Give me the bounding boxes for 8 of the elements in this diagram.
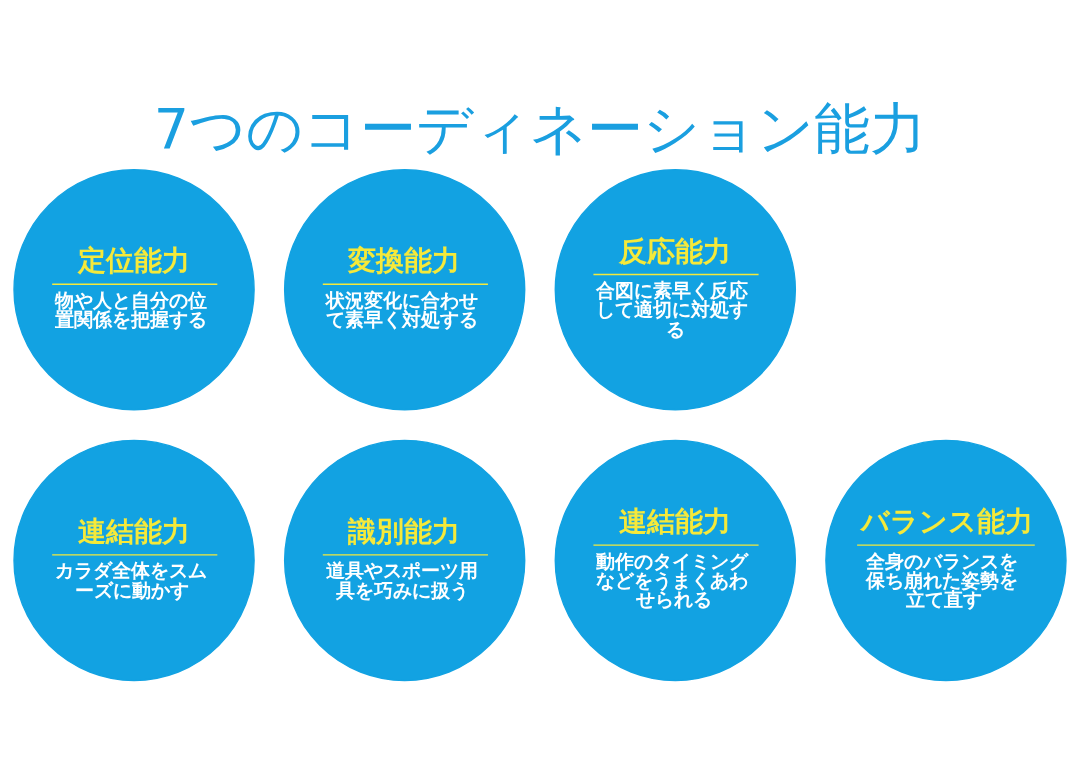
node-circle: 連結能力 動作のタイミングなどをうまくあわせられる: [554, 439, 797, 681]
diagram-title: 7つのコーディネーション能力: [153, 95, 927, 161]
node-circle: 連結能力 カラダ全体をスムーズに動かす: [13, 439, 255, 681]
node-circle: 定位能力 物や人と自分の位置関係を把握する: [13, 168, 255, 410]
node-circle: 反応能力 合図に素早く反応して適切に対処する: [554, 168, 797, 410]
node-circle: バランス能力 全身のバランスを保ち崩れた姿勢を立て直す: [825, 439, 1067, 681]
node-circle: 識別能力 道具やスポーツ用具を巧みに扱う: [283, 439, 526, 681]
node-circle: 変換能力 状況変化に合わせて素早く対処する: [283, 168, 526, 410]
